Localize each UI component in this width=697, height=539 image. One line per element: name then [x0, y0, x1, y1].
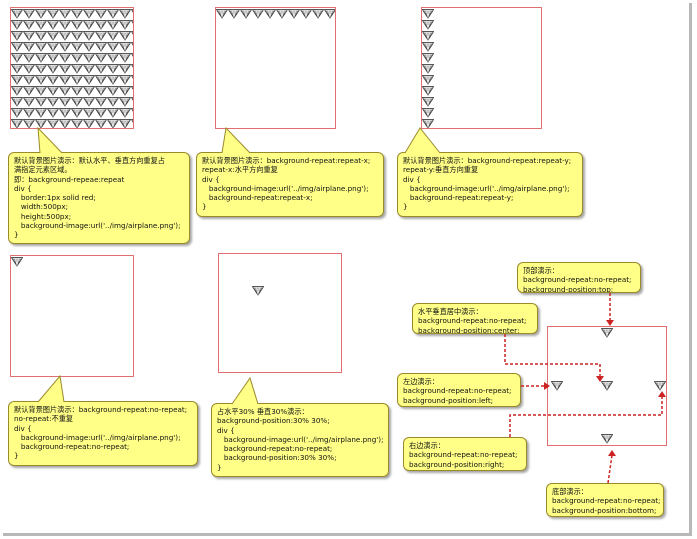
callout-line: div { [14, 423, 32, 433]
callout-line: div { [202, 174, 220, 184]
callout-line: background-image:url('../img/airplane.pn… [202, 183, 369, 193]
demo-box-positions [547, 326, 667, 446]
demo-box-repeat-y [421, 7, 542, 129]
repeat-x-strip [216, 8, 335, 19]
callout-repeat-x: 默认背景图片演示：background-repeat:repeat-x; rep… [196, 152, 384, 217]
callout-no-repeat: 默认背景图片演示：background-repeat:no-repeat; no… [8, 401, 198, 466]
callout-line: } [202, 202, 207, 212]
callout-tail [231, 376, 259, 405]
callout-line: background-repeat:repeat-x; [202, 193, 313, 203]
callout-line: 右边演示： [409, 441, 445, 450]
callout-line: background-position:30% 30%; [217, 416, 330, 426]
callout-line: repeat-x:水平方向重复 [202, 165, 278, 175]
callout-line: background-repeat:no-repeat; [552, 496, 661, 506]
callout-line: 底部演示： [552, 487, 588, 496]
repeat-y-strip [422, 8, 434, 128]
callout-line: 默认背景图片演示：background-repeat:repeat-y; [403, 156, 572, 165]
arrow-right [509, 396, 663, 437]
airplane-icon [11, 256, 23, 267]
callout-line: background-position:bottom; [552, 505, 657, 515]
callout-line: 满指定元素区域。 [14, 165, 72, 175]
callout-line: background-image:url('../img/airplane.pn… [14, 432, 181, 442]
callout-tail [37, 374, 65, 403]
callout-line: 默认背景图片演示：默认水平、垂直方向重复占 [14, 156, 165, 165]
callout-line: no-repeat:不重复 [14, 414, 74, 424]
callout-line: background-position:center; [418, 325, 520, 334]
callout-line: background-position:top; [523, 284, 614, 293]
arrowhead [608, 450, 616, 456]
callout-line: 左边演示： [403, 377, 439, 386]
callout-line: background-image:url('../img/airplane.pn… [403, 183, 570, 193]
arrow-bottom [607, 454, 613, 484]
callout-top: 顶部演示： background-repeat:no-repeat; backg… [517, 262, 641, 293]
callout-line: 占水平30% 垂直30%演示： [217, 407, 309, 416]
arrowhead [606, 320, 614, 326]
demo-box-position-30 [218, 253, 342, 373]
callout-line: width:500px; [14, 202, 69, 212]
callout-line: } [403, 202, 408, 212]
callout-bottom: 底部演示： background-repeat:no-repeat; backg… [546, 483, 664, 517]
callout-line: border:1px solid red; [14, 193, 96, 203]
callout-tail [404, 127, 441, 154]
callout-right: 右边演示： background-repeat:no-repeat; backg… [403, 437, 527, 471]
callout-line: } [14, 230, 19, 240]
callout-repeat: 默认背景图片演示：默认水平、垂直方向重复占 满指定元素区域。 即：backgro… [8, 152, 190, 244]
callout-line: background-repeat:no-repeat; [418, 316, 527, 326]
callout-center: 水平垂直居中演示： background-repeat:no-repeat; b… [412, 303, 538, 334]
callout-line: div { [14, 183, 32, 193]
callout-line: 即：background-repeae:repeat [14, 174, 125, 184]
callout-line: repeat-y:垂直方向重复 [403, 165, 479, 175]
airplane-icon-bottom [601, 433, 613, 444]
demo-box-repeat-x [215, 7, 336, 129]
callout-line: background-position:left; [403, 395, 494, 405]
demo-box-no-repeat [10, 255, 134, 377]
callout-line: 默认背景图片演示：background-repeat:no-repeat; [14, 405, 188, 414]
callout-line: background-repeat:repeat-y; [403, 193, 514, 203]
callout-repeat-y: 默认背景图片演示：background-repeat:repeat-y; rep… [397, 152, 583, 217]
airplane-icon [252, 285, 264, 296]
airplane-icon-left [551, 380, 563, 391]
callout-line: div { [217, 425, 235, 435]
airplane-icon-right [654, 380, 666, 391]
callout-line: background-image:url('../img/airplane.pn… [14, 221, 181, 231]
callout-line: } [14, 451, 19, 461]
arrow-center [504, 334, 601, 377]
callout-line: background-repeat:no-repeat; [217, 444, 333, 454]
callout-line: 默认背景图片演示：background-repeat:repeat-x; [202, 156, 371, 165]
callout-line: background-position:right; [409, 459, 505, 469]
callout-left: 左边演示： background-repeat:no-repeat; backg… [397, 373, 521, 407]
callout-line: height:500px; [14, 211, 72, 221]
callout-line: background-repeat:no-repeat; [14, 442, 130, 452]
callout-line: background-repeat:no-repeat; [403, 386, 512, 396]
arrowhead [544, 382, 550, 390]
callout-line: background-image:url('../img/airplane.pn… [217, 434, 384, 444]
callout-line: 水平垂直居中演示： [418, 307, 483, 316]
callout-line: } [217, 462, 222, 472]
airplane-icon-center [601, 380, 613, 391]
callout-tail [37, 126, 63, 154]
callout-line: background-position:30% 30%; [217, 453, 337, 463]
arrowhead [596, 376, 604, 382]
demo-box-repeat [10, 7, 134, 129]
callout-line: div { [403, 174, 421, 184]
callout-position-30: 占水平30% 垂直30%演示： background-position:30% … [211, 403, 389, 477]
callout-line: background-repeat:no-repeat; [523, 275, 632, 285]
arrowhead [658, 391, 666, 397]
callout-line: 顶部演示： [523, 266, 559, 275]
callout-tail [221, 126, 251, 154]
airplane-icon-top [601, 327, 613, 338]
callout-line: background-repeat:no-repeat; [409, 450, 518, 460]
